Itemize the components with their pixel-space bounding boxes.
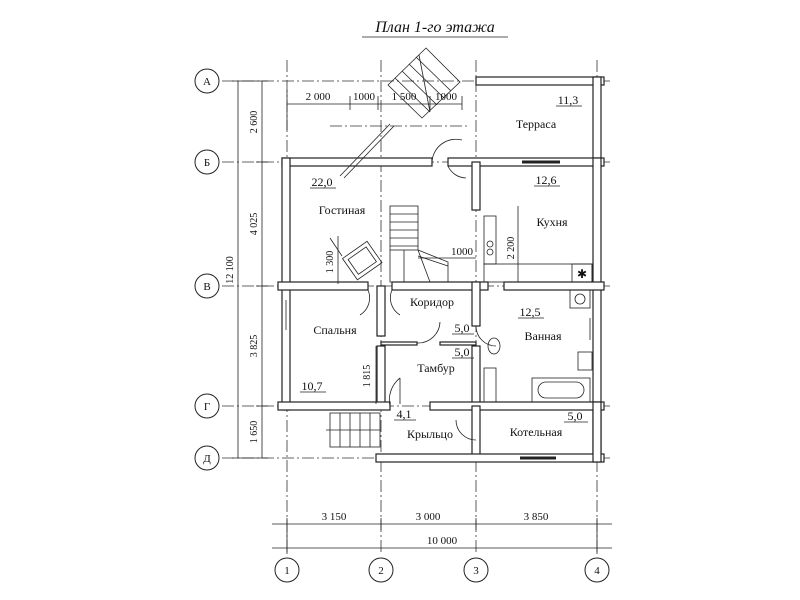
dim-top-2: 1000 bbox=[353, 91, 376, 103]
room-boiler-name: Котельная bbox=[510, 425, 563, 439]
room-corridor-area: 5,0 bbox=[455, 321, 470, 335]
room-labels: Терраса 11,3 Гостиная 22,0 Кухня 12,6 Ко… bbox=[300, 93, 588, 441]
dim-bottom-2: 3 000 bbox=[416, 511, 441, 523]
dim-top-1: 2 000 bbox=[306, 91, 331, 103]
room-porch-area: 4,1 bbox=[397, 407, 412, 421]
inner-dimensions: 1000 1 300 2 200 1 815 bbox=[325, 206, 519, 404]
bottom-dimension-chain: 3 150 3 000 3 850 10 000 bbox=[272, 511, 612, 554]
room-vestibule-area: 5,0 bbox=[455, 345, 470, 359]
axis-letter-bubbles: А Б В Г Д bbox=[194, 68, 220, 471]
room-corridor-name: Коридор bbox=[410, 295, 454, 309]
room-living-area: 22,0 bbox=[312, 175, 333, 189]
dim-top-4: 1000 bbox=[435, 91, 458, 103]
dim-inner-vestibule: 1 815 bbox=[362, 365, 373, 388]
room-boiler-area: 5,0 bbox=[568, 409, 583, 423]
dim-inner-fireplace: 1 300 bbox=[325, 251, 336, 274]
dim-bottom-1: 3 150 bbox=[322, 511, 347, 523]
room-kitchen-name: Кухня bbox=[536, 215, 568, 229]
axis-label-v: В bbox=[203, 281, 210, 293]
main-stair bbox=[389, 205, 449, 283]
room-kitchen-area: 12,6 bbox=[536, 173, 557, 187]
room-bathroom-area: 12,5 bbox=[520, 305, 541, 319]
axis-label-1: 1 bbox=[284, 565, 290, 577]
axis-label-d: Д bbox=[203, 453, 211, 465]
axis-label-3: 3 bbox=[473, 565, 479, 577]
room-porch-name: Крыльцо bbox=[407, 427, 453, 441]
axis-label-b: Б bbox=[204, 157, 210, 169]
dim-bottom-3: 3 850 bbox=[524, 511, 549, 523]
dim-left-2: 4 025 bbox=[249, 213, 260, 236]
dim-inner-kitchen: 2 200 bbox=[506, 237, 517, 260]
fixtures: ✱ bbox=[329, 215, 593, 403]
room-terrace-name: Терраса bbox=[516, 117, 557, 131]
porch-stair bbox=[326, 412, 381, 448]
room-living-name: Гостиная bbox=[319, 203, 366, 217]
top-dimension-chain: 2 000 1000 1 500 1000 bbox=[286, 90, 470, 179]
room-terrace-area: 11,3 bbox=[558, 93, 579, 107]
axis-label-g: Г bbox=[204, 401, 210, 413]
terrace-stair bbox=[387, 47, 461, 119]
room-bedroom-name: Спальня bbox=[313, 323, 357, 337]
dim-left-3: 3 825 bbox=[249, 335, 260, 358]
doors bbox=[359, 138, 497, 441]
room-vestibule-name: Тамбур bbox=[417, 361, 455, 375]
axis-label-4: 4 bbox=[594, 565, 600, 577]
axis-label-2: 2 bbox=[378, 565, 384, 577]
left-dimension-chain: 2 600 4 025 3 825 1 650 12 100 bbox=[225, 80, 268, 459]
axis-number-bubbles: 1 2 3 4 bbox=[274, 557, 610, 583]
stove-symbol: ✱ bbox=[577, 267, 587, 281]
axis-label-a: А bbox=[203, 76, 211, 88]
plan-title: План 1-го этажа bbox=[374, 19, 495, 36]
dim-left-total: 12 100 bbox=[225, 256, 236, 284]
dim-inner-stair: 1000 bbox=[451, 246, 474, 258]
windows bbox=[285, 160, 560, 460]
room-bedroom-area: 10,7 bbox=[302, 379, 323, 393]
dim-bottom-total: 10 000 bbox=[427, 535, 458, 547]
dim-left-1: 2 600 bbox=[249, 111, 260, 134]
room-bathroom-name: Ванная bbox=[524, 329, 562, 343]
dim-top-3: 1 500 bbox=[392, 91, 417, 103]
dim-left-4: 1 650 bbox=[249, 421, 260, 444]
